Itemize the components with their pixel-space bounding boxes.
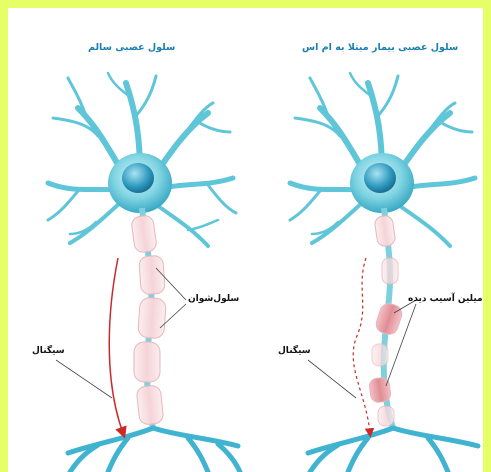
ms-neuron bbox=[290, 73, 478, 472]
ms-title: سلول عصبی بیمار مبتلا به ام اس bbox=[302, 42, 458, 53]
signal-leader-right bbox=[308, 360, 356, 398]
signal-label-right: سیگنال bbox=[278, 346, 311, 356]
ms-signal-arrow bbox=[353, 258, 370, 433]
healthy-myelin-sheath bbox=[131, 215, 167, 426]
signal-label-left: سیگنال bbox=[32, 346, 65, 356]
neuron-comparison-diagram bbox=[8, 8, 483, 472]
ms-nucleus bbox=[364, 163, 396, 193]
damaged-myelin-label: میلین آسیب دیده bbox=[408, 294, 483, 304]
schwann-label: سلول‌شوان bbox=[188, 294, 239, 304]
healthy-title: سلول عصبی سالم bbox=[88, 42, 175, 53]
signal-leader-left bbox=[56, 360, 112, 398]
healthy-neuron bbox=[48, 73, 240, 472]
healthy-signal-arrow bbox=[109, 258, 123, 433]
ms-axon-terminal bbox=[308, 428, 478, 472]
healthy-axon-terminal bbox=[68, 428, 240, 472]
healthy-nucleus bbox=[122, 163, 154, 193]
diagram-frame: سلول عصبی سالم سلول عصبی بیمار مبتلا به … bbox=[8, 8, 483, 472]
